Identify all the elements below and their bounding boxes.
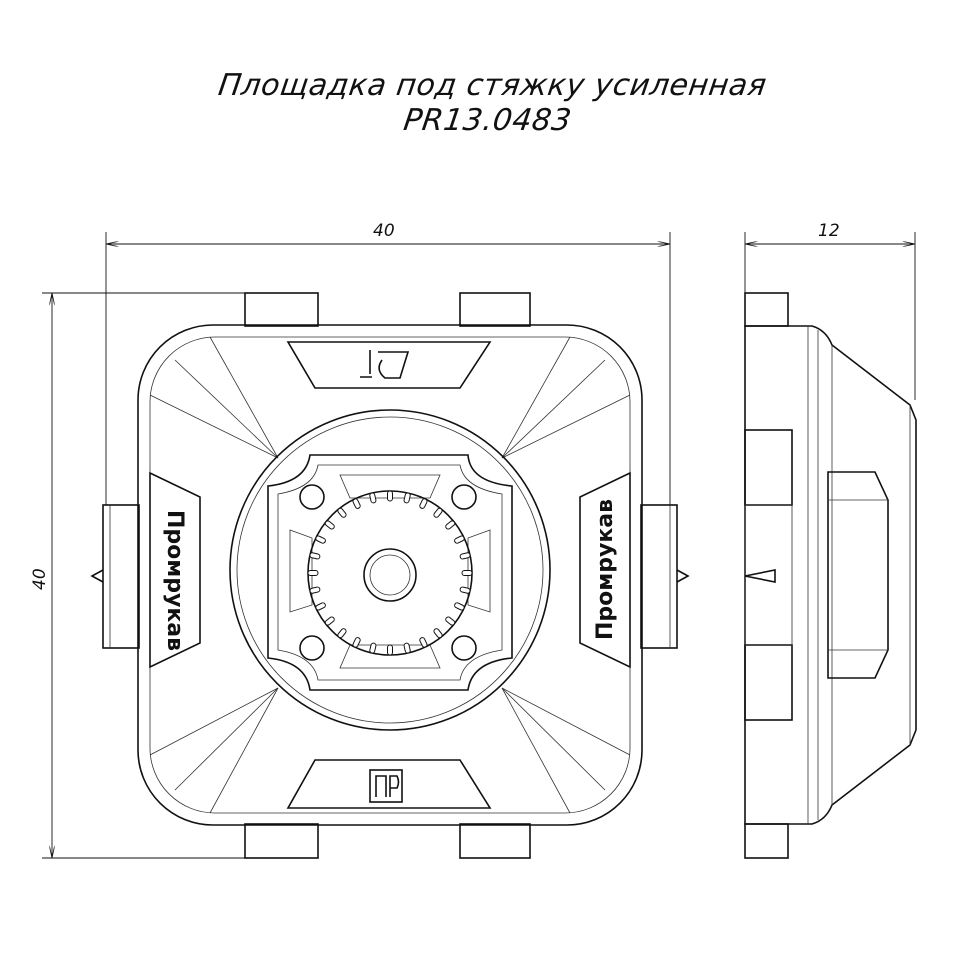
dimension-front-height: 40 (30, 292, 245, 859)
gear-tooth (324, 520, 335, 530)
gear-tooth (454, 602, 465, 611)
dimension-front-height-label: 40 (30, 568, 50, 590)
gear-tooth (445, 520, 456, 530)
gear-tooth (315, 535, 326, 544)
gear-tooth (307, 570, 319, 576)
gear-tooth (445, 616, 456, 626)
gear-tooth (403, 642, 411, 654)
gear-tooth (454, 535, 465, 544)
brand-label-left: Промрукав (162, 510, 187, 651)
gear-tooth (309, 552, 321, 560)
brand-label-right: Промрукав (593, 499, 618, 640)
dimension-front-width-label: 40 (373, 221, 395, 241)
gear-tooth (369, 492, 377, 504)
side-view (744, 292, 917, 859)
gear-tooth (315, 602, 326, 611)
gear-tooth (369, 642, 377, 654)
gear-tooth (459, 586, 471, 594)
gear-tooth (433, 507, 443, 518)
dimension-side-width: 12 (744, 221, 916, 400)
gear-tooth (352, 498, 361, 509)
logo-icon-top (360, 350, 410, 379)
gear-tooth (387, 490, 393, 502)
gear-tooth (459, 552, 471, 560)
dimension-side-width-label: 12 (818, 221, 840, 241)
gear-tooth (419, 498, 428, 509)
gear-tooth (461, 570, 473, 576)
gear-tooth (387, 644, 393, 656)
gear-tooth (324, 616, 335, 626)
gear-tooth (337, 628, 347, 639)
gear-tooth (403, 492, 411, 504)
gear-tooth (337, 507, 347, 518)
gear-tooth (419, 637, 428, 648)
gear-tooth (433, 628, 443, 639)
gear-tooth (352, 637, 361, 648)
gear-tooth (309, 586, 321, 594)
dimension-front-width: 40 (105, 221, 671, 505)
logo-icon-bottom (369, 769, 403, 803)
front-view: Промрукав Промрукав (90, 292, 690, 859)
